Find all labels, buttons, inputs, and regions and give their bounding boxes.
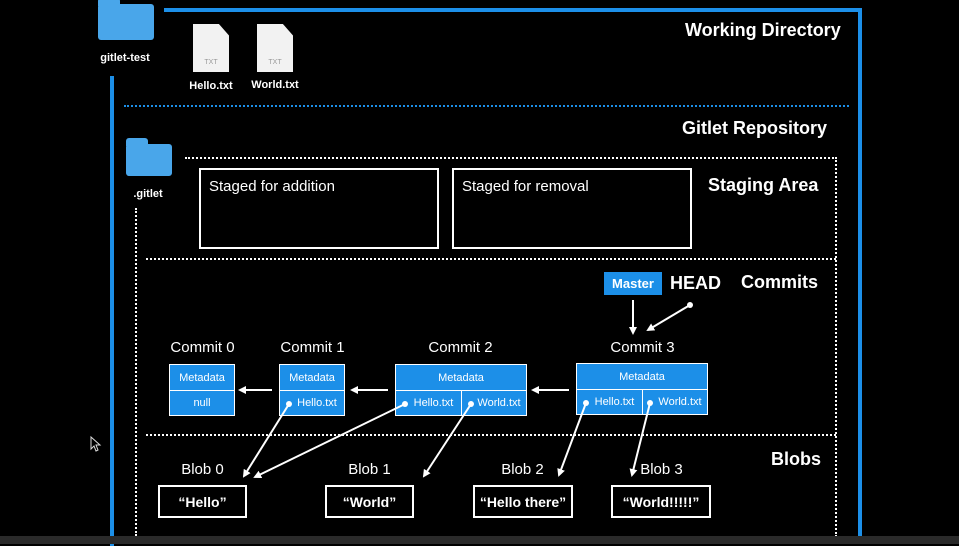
mouse-cursor-icon [90,435,102,452]
head-pointer: HEAD [670,273,722,293]
commit2-world-to-blob1-arrow [422,403,472,478]
commit-0-box: Metadata null [169,364,235,416]
commit3-hello-to-blob2-arrow [557,402,587,477]
repository-right-border [835,157,837,537]
hello-file-ext: TXT [204,59,218,66]
root-folder-label: gitlet-test [100,52,150,64]
world-file-label: World.txt [251,79,299,91]
hello-file-icon: TXT [193,24,229,72]
commit-3-box: Metadata Hello.txt World.txt [576,363,708,415]
commit3-world-to-blob3-arrow [629,402,651,477]
blob-0-label: Blob 0 [181,461,224,478]
root-folder-icon [98,0,154,40]
commit-2-ref-hello: Hello.txt [396,391,462,415]
working-directory-border-right [858,8,862,536]
master-branch-pointer: Master [604,272,662,295]
world-file-icon: TXT [257,24,293,72]
head-to-commit3-arrow [646,304,691,332]
working-directory-title: Working Directory [685,20,841,40]
commit1-hello-dot [286,401,292,407]
staging-area-title: Staging Area [708,175,819,195]
commit3-hello-dot [583,400,589,406]
gitlet-folder-icon [126,138,172,176]
commit2-hello-dot [402,401,408,407]
commit-2-label: Commit 2 [428,339,493,356]
staging-top-border [185,157,837,159]
working-directory-border-left [110,76,114,546]
commit-1-label: Commit 1 [280,339,345,356]
commit-2-metadata: Metadata [396,365,526,391]
blobs-title: Blobs [771,449,822,469]
commit-2-box: Metadata Hello.txt World.txt [395,364,527,416]
commit2-world-dot [468,401,474,407]
blob-1-box: “World” [325,485,414,518]
commit-1-ref-hello: Hello.txt [297,397,337,409]
commit-3-ref-hello: Hello.txt [577,390,643,414]
commit3-world-dot [647,400,653,406]
world-file-ext: TXT [268,59,282,66]
staged-for-addition-box: Staged for addition [199,168,439,249]
repository-separator [124,105,849,107]
staged-for-addition-label: Staged for addition [209,178,335,195]
commits-title: Commits [741,272,819,292]
blob-1-label: Blob 1 [348,461,391,478]
commit-3-metadata: Metadata [577,364,707,390]
blob-2-box: “Hello there” [473,485,573,518]
commit-3-label: Commit 3 [610,339,675,356]
blob-3-label: Blob 3 [640,461,683,478]
commit-1-box: Metadata Hello.txt [279,364,345,416]
commit-3-ref-world: World.txt [658,396,702,408]
gitlet-repository-title: Gitlet Repository [682,118,828,138]
blobs-separator [146,434,836,436]
working-directory-border-top [164,8,862,12]
commit2-hello-to-blob0-arrow [253,403,406,478]
blob-0-box: “Hello” [158,485,247,518]
hello-file-label: Hello.txt [189,80,233,92]
commit-1-metadata: Metadata [280,365,344,391]
commit-0-label: Commit 0 [170,339,235,356]
staged-for-removal-box: Staged for removal [452,168,692,249]
bottom-bar [0,536,959,544]
commits-separator [146,258,836,260]
staged-for-removal-label: Staged for removal [462,178,589,195]
blob-2-label: Blob 2 [501,461,544,478]
gitlet-folder-label: .gitlet [133,188,163,200]
commit-2-ref-world: World.txt [477,397,521,409]
commit-0-ref-null: null [193,397,211,409]
repository-left-border [135,208,137,536]
head-origin-dot [687,302,693,308]
commit1-hello-to-blob0-arrow [242,403,290,478]
commit-0-metadata: Metadata [170,365,234,391]
blob-3-box: “World!!!!!” [611,485,711,518]
